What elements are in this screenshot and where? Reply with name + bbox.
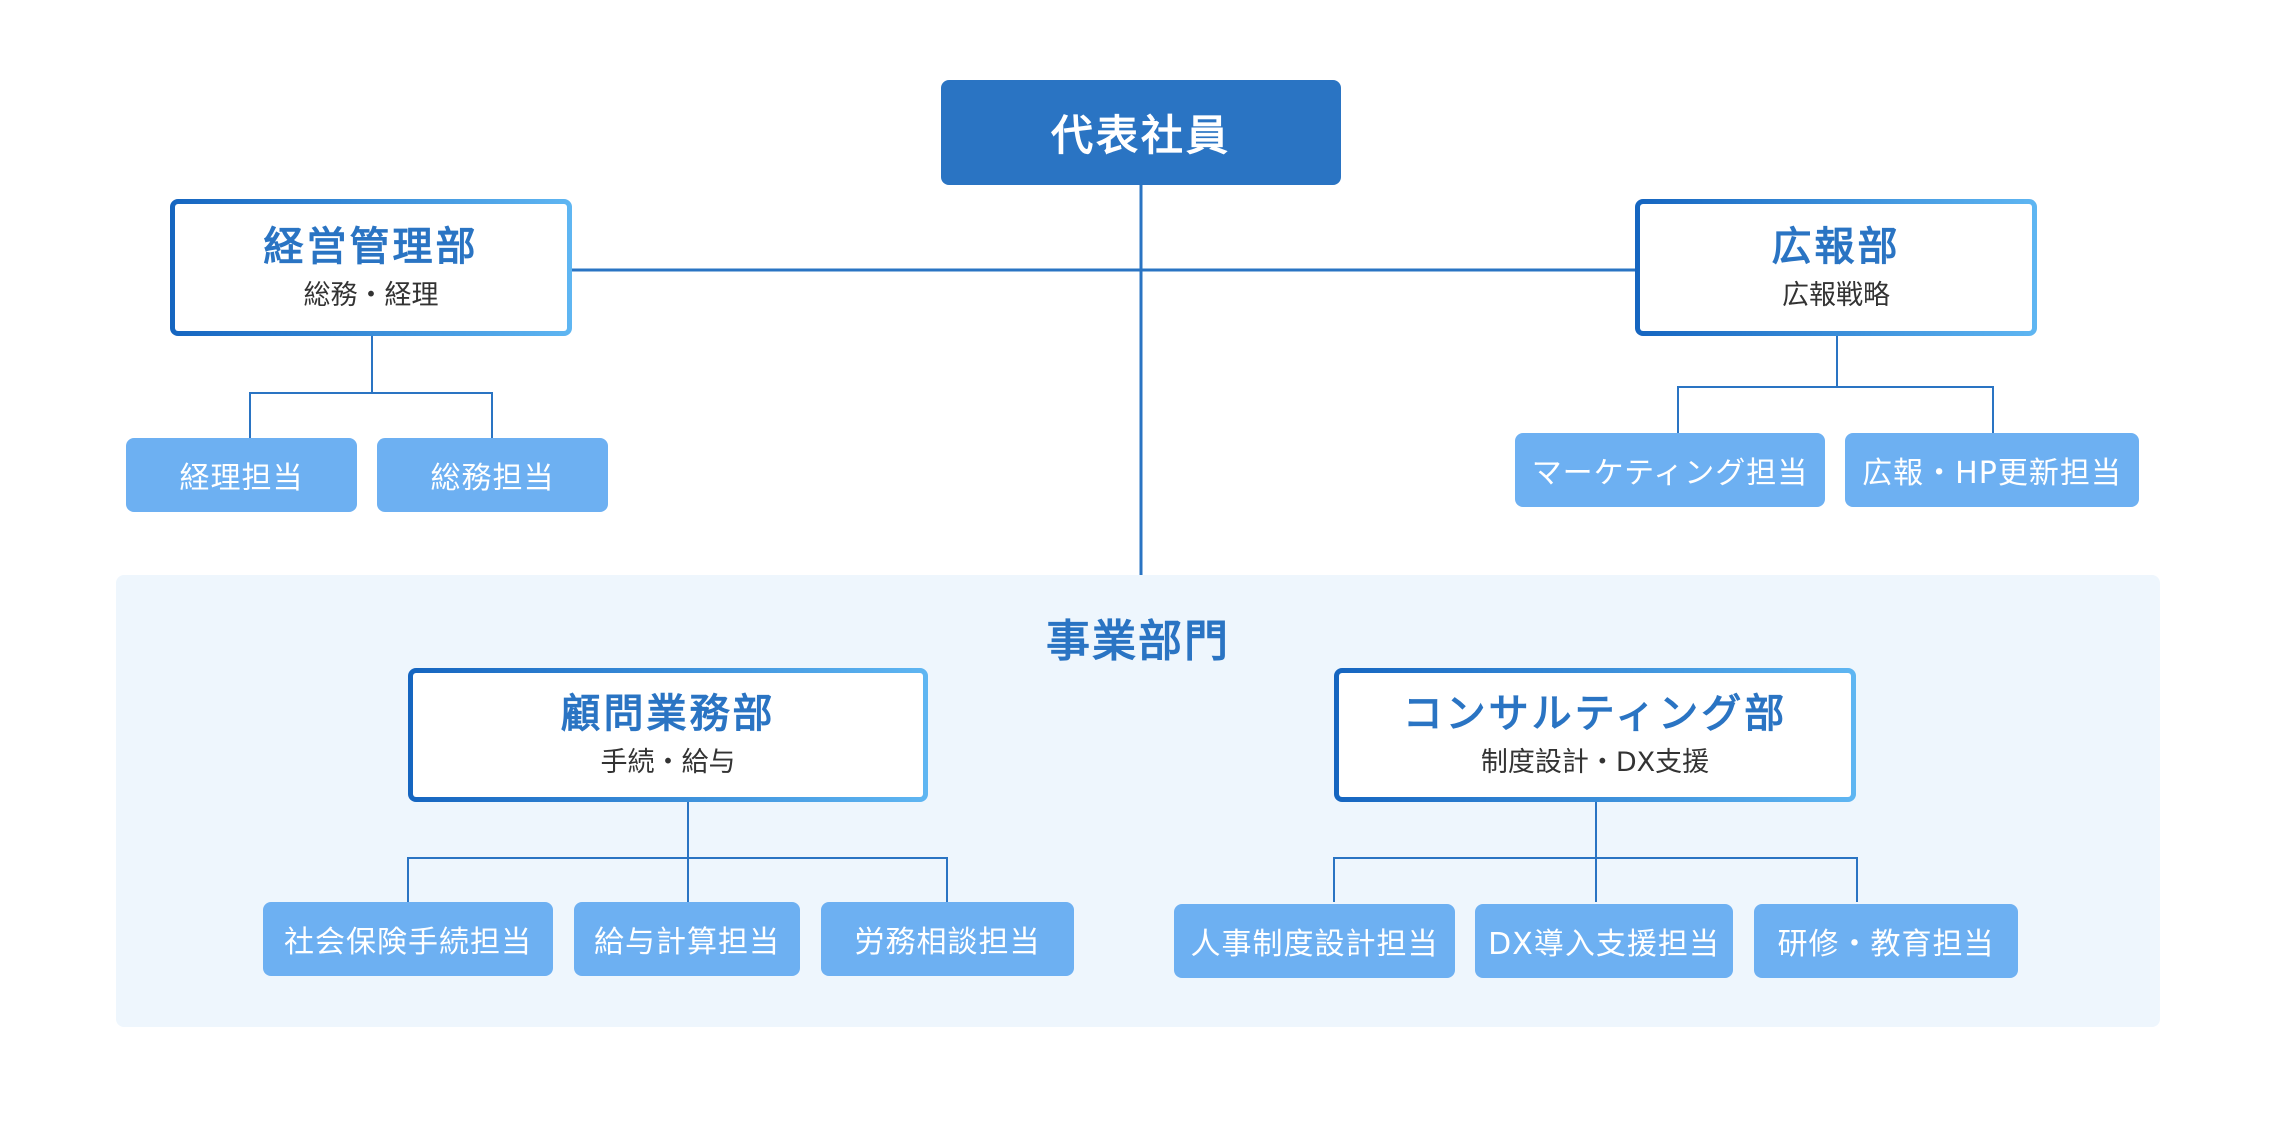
business-division-title: 事業部門	[1046, 616, 1230, 667]
management-dept-box: 経営管理部 総務・経理	[170, 199, 572, 336]
management-dept-sub: 総務・経理	[303, 279, 439, 311]
staff-box-accounting: 経理担当	[126, 438, 357, 512]
consulting-staff-bracket	[1333, 857, 1858, 902]
pr-staff-bracket	[1677, 386, 1994, 433]
staff-box-pr-hp-update: 広報・HP更新担当	[1845, 433, 2139, 507]
advisory-dept-name: 顧問業務部	[560, 691, 776, 738]
staff-box-training-education: 研修・教育担当	[1754, 904, 2018, 978]
consulting-dept-sub: 制度設計・DX支援	[1480, 747, 1710, 779]
advisory-staff-bracket	[407, 857, 948, 902]
advisory-dept-box: 顧問業務部 手続・給与	[408, 668, 928, 802]
pr-dept-name: 広報部	[1771, 223, 1901, 270]
root-representative-box: 代表社員	[941, 80, 1341, 185]
consulting-dept-box: コンサルティング部 制度設計・DX支援	[1334, 668, 1856, 802]
staff-box-general-affairs: 総務担当	[377, 438, 608, 512]
pr-dept-box: 広報部 広報戦略	[1635, 199, 2037, 336]
staff-box-labor-consultation: 労務相談担当	[821, 902, 1074, 976]
staff-box-hr-system-design: 人事制度設計担当	[1174, 904, 1455, 978]
staff-box-dx-support: DX導入支援担当	[1475, 904, 1733, 978]
management-staff-bracket	[249, 392, 493, 438]
staff-box-payroll: 給与計算担当	[574, 902, 800, 976]
consulting-dept-name: コンサルティング部	[1402, 691, 1788, 738]
advisory-dept-sub: 手続・給与	[600, 747, 736, 779]
pr-dept-sub: 広報戦略	[1782, 279, 1890, 311]
management-dept-name: 経営管理部	[263, 223, 479, 270]
staff-box-marketing: マーケティング担当	[1515, 433, 1825, 507]
staff-box-social-insurance: 社会保険手続担当	[263, 902, 553, 976]
